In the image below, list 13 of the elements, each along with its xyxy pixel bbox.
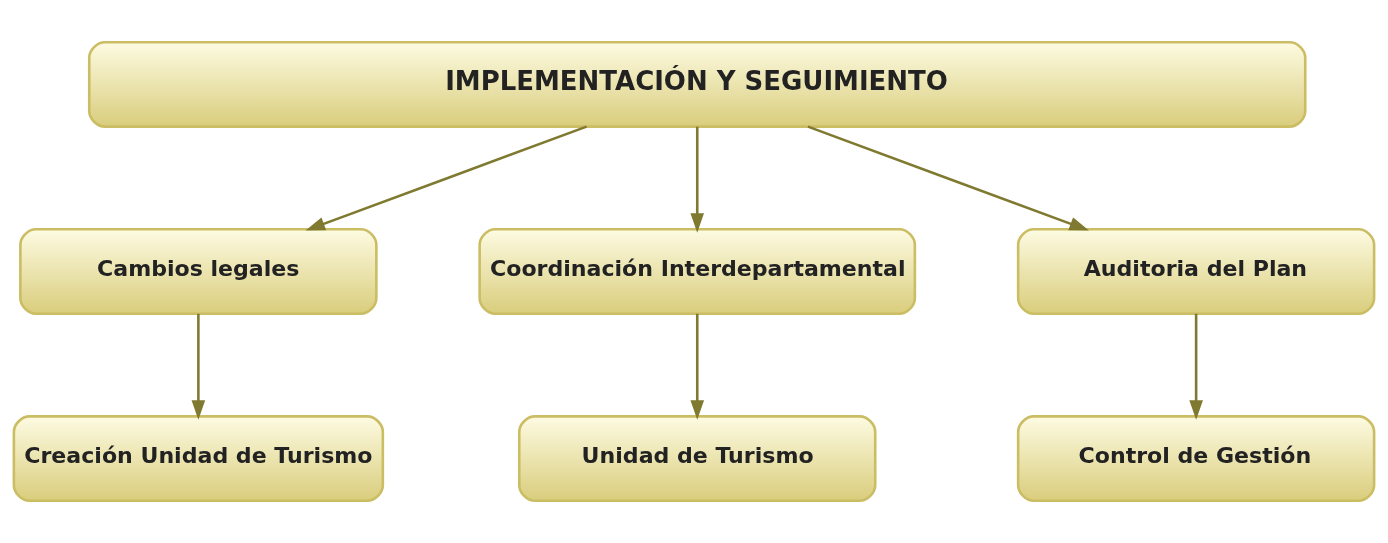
node-box: Unidad de Turismo xyxy=(517,415,877,503)
arrow xyxy=(191,313,206,420)
arrow xyxy=(690,126,705,233)
node-box: Creación Unidad de Turismo xyxy=(12,415,385,503)
arrow xyxy=(305,125,587,231)
node-box: Control de Gestión xyxy=(1016,415,1376,503)
arrow xyxy=(1189,313,1203,420)
arrow xyxy=(807,125,1089,231)
node-box: Cambios legales xyxy=(19,228,378,316)
node-box: IMPLEMENTACIÓN Y SEGUIMIENTO xyxy=(87,40,1307,128)
node-box: Auditoria del Plan xyxy=(1016,228,1376,316)
arrow xyxy=(690,313,705,420)
node-box: Coordinación Interdepartamental xyxy=(478,228,917,316)
